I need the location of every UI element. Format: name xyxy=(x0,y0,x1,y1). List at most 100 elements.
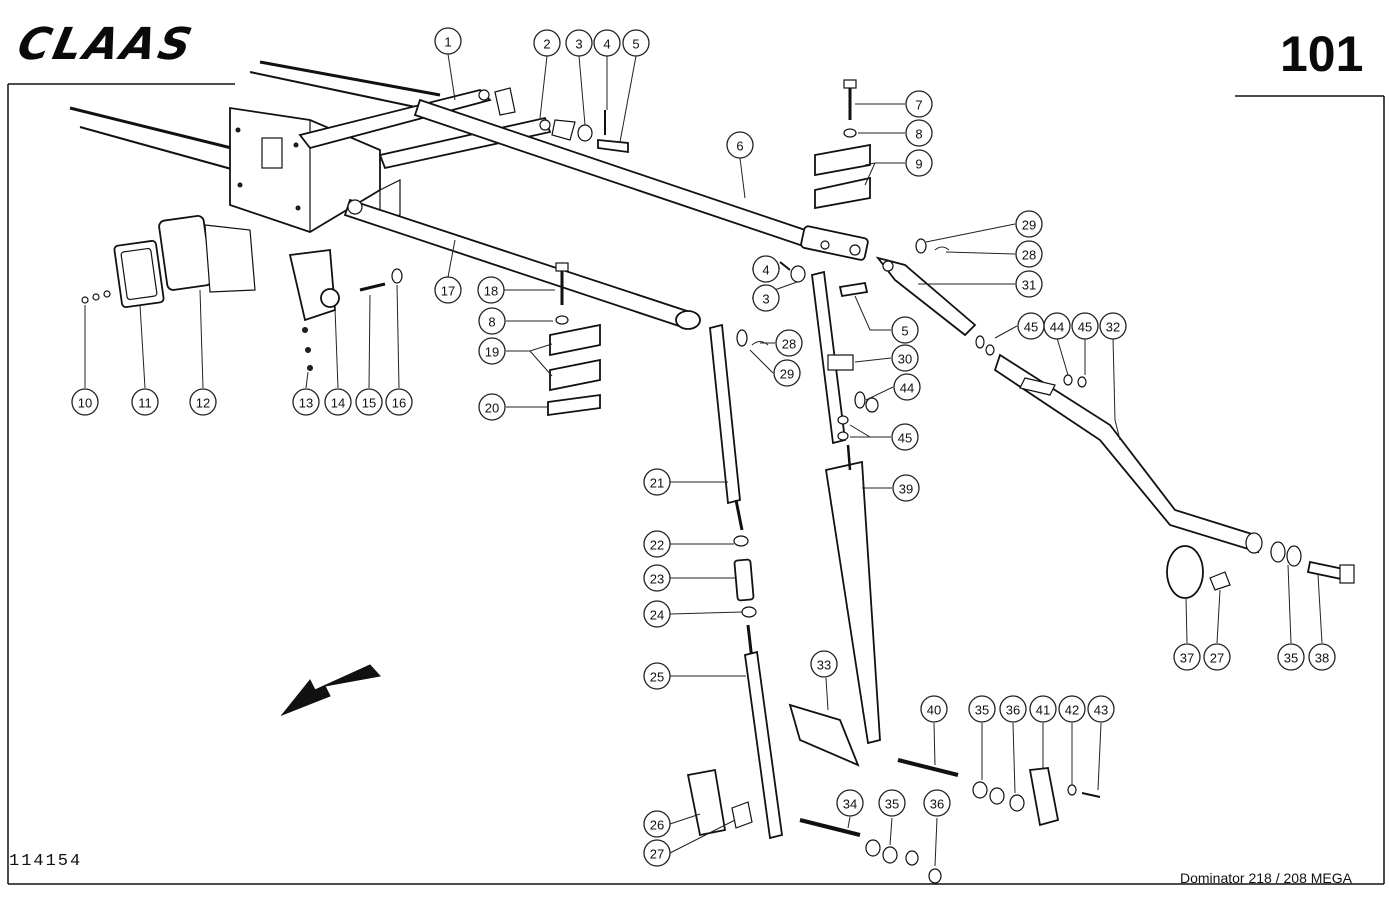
callout-part-22: 22 xyxy=(643,530,671,558)
lower-parts-40-43 xyxy=(897,758,1101,827)
callout-part-31: 31 xyxy=(1015,270,1043,298)
callout-part-19: 19 xyxy=(478,337,506,365)
callout-part-3: 3 xyxy=(565,29,593,57)
lever-part-31 xyxy=(875,238,977,337)
callout-part-44: 44 xyxy=(1043,312,1071,340)
callout-label: 36 xyxy=(930,797,944,812)
callout-label: 3 xyxy=(575,37,582,52)
callout-part-2: 2 xyxy=(533,29,561,57)
callout-label: 28 xyxy=(782,337,796,352)
callout-part-1: 1 xyxy=(434,27,462,55)
callout-label: 37 xyxy=(1180,651,1194,666)
callout-label: 15 xyxy=(362,396,376,411)
callout-part-14: 14 xyxy=(324,388,352,416)
callout-label: 28 xyxy=(1022,248,1036,263)
callout-label: 5 xyxy=(901,324,908,339)
callout-part-33: 33 xyxy=(810,650,838,678)
callout-part-28: 28 xyxy=(1015,240,1043,268)
callout-label: 17 xyxy=(441,284,455,299)
model-name: Dominator 218 / 208 MEGA xyxy=(1180,870,1352,886)
callout-part-34: 34 xyxy=(836,789,864,817)
callout-part-29: 29 xyxy=(773,359,801,387)
callout-label: 11 xyxy=(138,396,152,411)
callout-part-36: 36 xyxy=(999,695,1027,723)
callout-part-4: 4 xyxy=(752,255,780,283)
callout-part-3: 3 xyxy=(752,284,780,312)
rod-part-25 xyxy=(743,624,784,840)
callout-label: 10 xyxy=(78,396,92,411)
callout-part-41: 41 xyxy=(1029,695,1057,723)
callout-part-16: 16 xyxy=(385,388,413,416)
callout-part-32: 32 xyxy=(1099,312,1127,340)
callout-label: 30 xyxy=(898,352,912,367)
callout-part-24: 24 xyxy=(643,600,671,628)
callout-part-45: 45 xyxy=(1017,312,1045,340)
clamp-parts-7-9 xyxy=(814,79,871,210)
callout-part-27: 27 xyxy=(643,839,671,867)
callout-label: 7 xyxy=(915,98,922,113)
callout-label: 19 xyxy=(485,345,499,360)
callout-label: 22 xyxy=(650,538,664,553)
direction-arrow-icon xyxy=(280,664,381,717)
callout-label: 34 xyxy=(843,797,857,812)
callout-label: 27 xyxy=(650,847,664,862)
callout-part-25: 25 xyxy=(643,662,671,690)
callout-part-20: 20 xyxy=(478,393,506,421)
callout-label: 23 xyxy=(650,572,664,587)
callout-part-43: 43 xyxy=(1087,695,1115,723)
callout-part-45: 45 xyxy=(1071,312,1099,340)
callout-part-17: 17 xyxy=(434,276,462,304)
callout-part-30: 30 xyxy=(891,344,919,372)
callout-label: 44 xyxy=(900,381,914,396)
rod-part-6 xyxy=(413,98,869,261)
lower-parts-26-34 xyxy=(686,703,942,884)
callout-label: 6 xyxy=(736,139,743,154)
boot-and-plate-parts-10-16 xyxy=(81,215,403,371)
callout-part-40: 40 xyxy=(920,695,948,723)
callout-part-11: 11 xyxy=(131,388,159,416)
page-number: 101 xyxy=(1280,26,1364,82)
callout-label: 45 xyxy=(1078,320,1092,335)
callout-label: 18 xyxy=(484,284,498,299)
callout-label: 16 xyxy=(392,396,406,411)
callout-label: 39 xyxy=(899,482,913,497)
page-frame xyxy=(7,83,1385,885)
callout-part-9: 9 xyxy=(905,149,933,177)
callout-part-4: 4 xyxy=(593,29,621,57)
callout-part-35: 35 xyxy=(1277,643,1305,671)
callout-label: 8 xyxy=(488,315,495,330)
callout-part-6: 6 xyxy=(726,131,754,159)
callout-label: 1 xyxy=(444,35,451,50)
callout-label: 4 xyxy=(762,263,769,278)
callout-label: 32 xyxy=(1106,320,1120,335)
callout-label: 31 xyxy=(1022,278,1036,293)
callout-label: 25 xyxy=(650,670,664,685)
callout-part-18: 18 xyxy=(477,276,505,304)
callout-label: 14 xyxy=(331,396,345,411)
callout-part-8: 8 xyxy=(905,119,933,147)
callout-label: 2 xyxy=(543,37,550,52)
callout-label: 5 xyxy=(632,37,639,52)
callout-label: 3 xyxy=(762,292,769,307)
rod-part-17 xyxy=(343,198,701,330)
callout-part-8: 8 xyxy=(478,307,506,335)
callout-label: 21 xyxy=(650,476,664,491)
callout-part-29: 29 xyxy=(1015,210,1043,238)
clamp-parts-18-20 xyxy=(547,262,601,417)
callout-label: 40 xyxy=(927,703,941,718)
callout-part-15: 15 xyxy=(355,388,383,416)
callout-label: 9 xyxy=(915,157,922,172)
callout-label: 8 xyxy=(915,127,922,142)
callout-part-35: 35 xyxy=(968,695,996,723)
callout-part-36: 36 xyxy=(923,789,951,817)
callout-label: 27 xyxy=(1210,651,1224,666)
callout-label: 20 xyxy=(485,401,499,416)
leader-lines xyxy=(84,53,1323,867)
callout-label: 35 xyxy=(975,703,989,718)
callout-label: 45 xyxy=(898,431,912,446)
callout-label: 29 xyxy=(1022,218,1036,233)
pin-parts-3-5-top xyxy=(577,110,629,154)
callout-part-44: 44 xyxy=(893,373,921,401)
